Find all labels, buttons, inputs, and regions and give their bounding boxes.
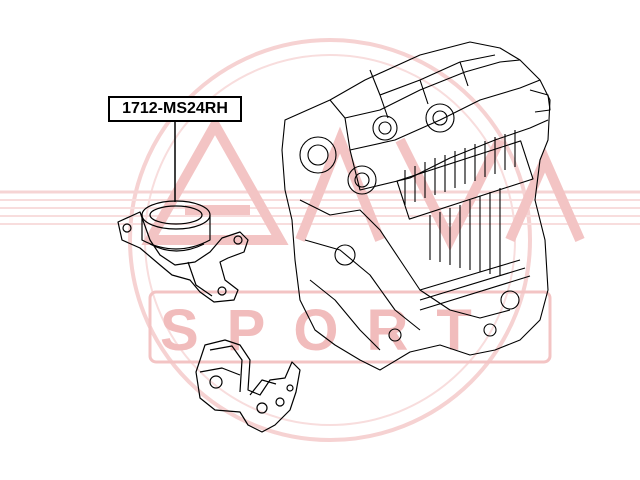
- engine-mount-drawing: [117, 200, 249, 303]
- svg-text:SPORT: SPORT: [160, 298, 500, 363]
- part-number-label: 1712-MS24RH: [108, 96, 242, 122]
- engine-block-drawing: [281, 41, 551, 371]
- lower-bracket-drawing: [195, 339, 301, 433]
- watermark-logo: SPORT: [0, 38, 640, 442]
